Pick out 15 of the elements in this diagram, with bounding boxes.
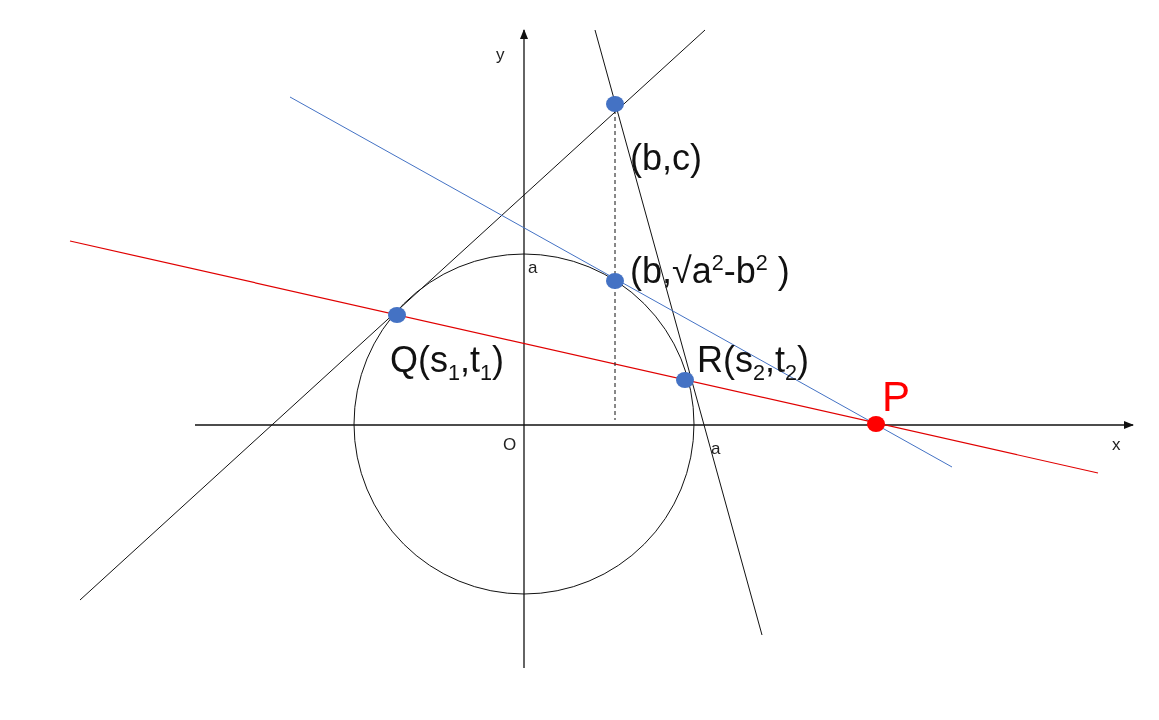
axis-label: a (711, 440, 721, 457)
axis-label: a (528, 259, 538, 276)
axis-label: x (1112, 436, 1121, 453)
point-dot (676, 372, 694, 388)
point-label: Q(s$_{1}$,t$_{1}$) (390, 342, 505, 384)
axis-label: y (496, 46, 505, 63)
point-label: P (882, 376, 910, 418)
point-dot (388, 307, 406, 323)
point-label: (b,√a$^{2}$-b$^{2}$ ) (630, 252, 790, 289)
point-label: (b,c) (630, 140, 702, 176)
point-dot (606, 96, 624, 112)
point-label: R(s$_{2}$,t$_{2}$) (697, 342, 810, 384)
point-dot (606, 273, 624, 289)
axis-label: O (503, 436, 517, 453)
point-dot (867, 416, 885, 432)
